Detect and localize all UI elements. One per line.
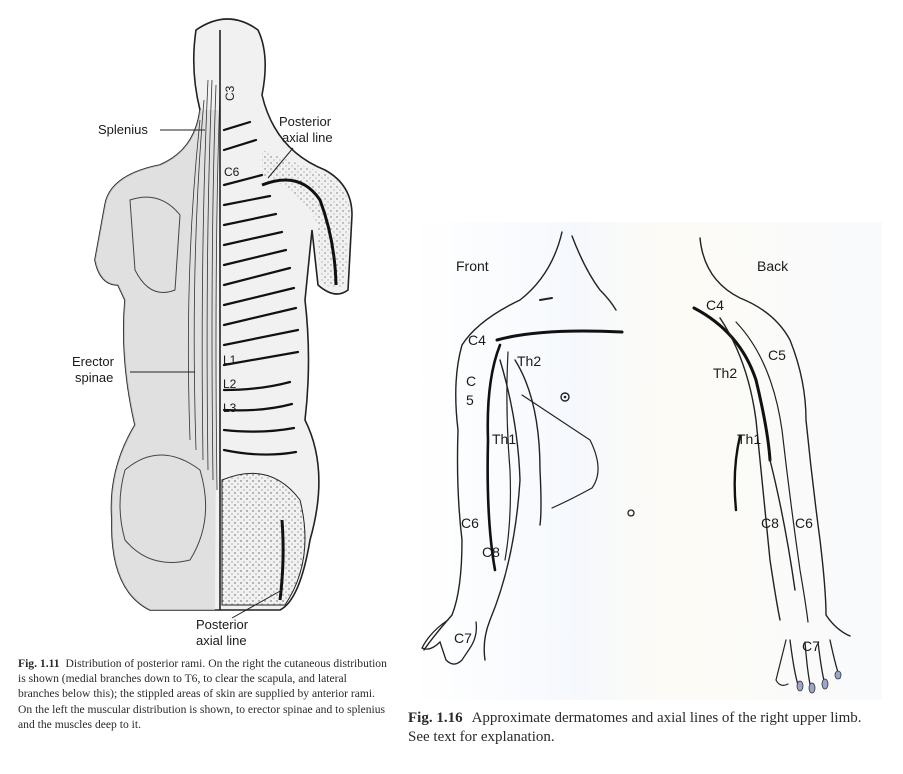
label-l1: L1 (223, 353, 237, 367)
caption-fig-1-11-text: Distribution of posterior rami. On the r… (18, 657, 387, 731)
caption-fig-1-16-number: Fig. 1.16 (408, 710, 463, 726)
label-posterior-axial-line-top-1: Posterior (279, 114, 332, 129)
front-label-c7: C7 (454, 630, 472, 646)
back-axial-line (692, 306, 772, 462)
back-limb-figure (692, 237, 851, 694)
front-label-c6: C6 (461, 515, 479, 531)
caption-fig-1-11-number: Fig. 1.11 (18, 657, 60, 670)
label-l2: L2 (223, 377, 237, 391)
front-label-th2: Th2 (517, 353, 541, 369)
front-label-c8: C8 (482, 544, 500, 560)
erector-strands (187, 79, 221, 491)
front-axial-line (495, 329, 624, 342)
front-title: Front (456, 258, 489, 274)
stippled-buttock (221, 472, 306, 606)
posterior-trunk-figure (94, 18, 353, 619)
label-l3: L3 (223, 401, 237, 415)
scan-tint (412, 222, 882, 700)
posterior-axial-line-lower (278, 519, 285, 601)
front-label-th1: Th1 (492, 431, 516, 447)
front-label-c5-top: C (466, 373, 476, 389)
leader-lines (130, 129, 294, 619)
back-label-c7: C7 (802, 638, 820, 654)
front-limb-figure (421, 231, 635, 665)
stippled-shoulder (262, 150, 350, 288)
caption-fig-1-16-text: Approximate dermatomes and axial lines o… (408, 710, 862, 745)
label-posterior-axial-line-top-2: axial line (282, 130, 333, 145)
back-label-c6: C6 (795, 515, 813, 531)
back-title: Back (757, 258, 789, 274)
pelvis (119, 454, 207, 563)
scapula (129, 196, 181, 293)
back-label-c5: C5 (768, 347, 786, 363)
muscle-shading (95, 110, 218, 610)
back-label-c8: C8 (761, 515, 779, 531)
label-posterior-axial-line-bottom-1: Posterior (196, 617, 249, 632)
label-spinae: spinae (75, 370, 113, 385)
back-label-c4: C4 (706, 297, 724, 313)
front-label-c5-bottom: 5 (466, 392, 474, 408)
label-c3: C3 (223, 85, 237, 101)
cutaneous-branches (222, 120, 300, 456)
front-label-c4: C4 (468, 332, 486, 348)
label-erector: Erector (72, 354, 115, 369)
back-label-th2: Th2 (713, 365, 737, 381)
label-splenius: Splenius (98, 122, 148, 137)
finger-nails (796, 670, 842, 694)
posterior-axial-line-upper (261, 178, 338, 286)
label-c6: C6 (224, 165, 240, 179)
label-posterior-axial-line-bottom-2: axial line (196, 633, 247, 648)
back-label-th1: Th1 (737, 431, 761, 447)
